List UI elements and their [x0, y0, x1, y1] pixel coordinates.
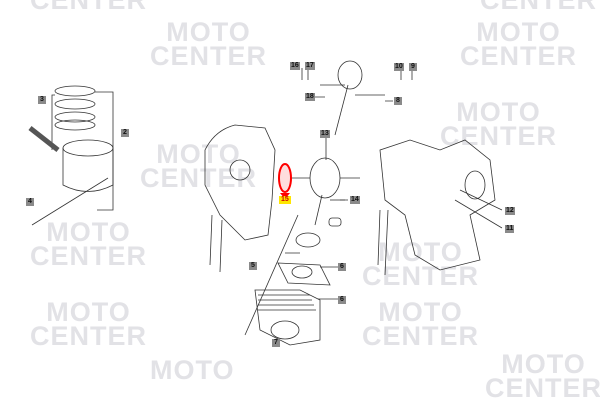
- watermark-text: MOTO: [378, 297, 463, 327]
- part-label[interactable]: 17: [305, 62, 315, 70]
- watermark-text: MOTO: [46, 297, 131, 327]
- part-label[interactable]: 10: [394, 63, 404, 71]
- watermark-text: CENTER: [440, 121, 558, 151]
- part-label[interactable]: 13: [320, 130, 330, 138]
- small-piston: [295, 232, 321, 248]
- watermark-text: CENTER: [460, 41, 578, 71]
- part-label-highlighted[interactable]: 15: [279, 196, 291, 204]
- part-label[interactable]: 18: [305, 93, 315, 101]
- part-label[interactable]: 4: [26, 198, 34, 206]
- part-label[interactable]: 14: [350, 196, 360, 204]
- watermark-text: CENTER: [485, 373, 600, 403]
- watermark-text: CENTER: [362, 321, 480, 351]
- watermark-text: CENTER: [150, 41, 268, 71]
- piston: [62, 139, 114, 192]
- leader-line: [244, 214, 299, 336]
- watermark: MOTO: [150, 355, 235, 385]
- part-label[interactable]: 12: [505, 207, 515, 215]
- watermark-text: MOTO: [156, 139, 241, 169]
- bracket-line: [51, 91, 114, 211]
- piston-pin: [28, 126, 60, 152]
- piston-rings: [54, 85, 96, 131]
- part-label[interactable]: 6: [338, 296, 346, 304]
- oil-seal-highlight: [278, 163, 292, 193]
- part-label[interactable]: 6: [338, 263, 346, 271]
- watermark-text: MOTO: [456, 97, 541, 127]
- watermark-text: CENTER: [30, 0, 148, 15]
- right-crankcase: [377, 139, 496, 276]
- watermark-text: MOTO: [166, 17, 251, 47]
- part-label[interactable]: 11: [505, 225, 515, 233]
- watermark-text: MOTO: [476, 17, 561, 47]
- leader-line: [31, 177, 109, 226]
- cylinder: [254, 289, 321, 346]
- watermark-text: MOTO: [378, 237, 463, 267]
- part-label[interactable]: 3: [38, 96, 46, 104]
- leader-lines: [285, 68, 503, 300]
- bearing: [328, 217, 342, 227]
- watermark-text: MOTO: [501, 349, 586, 379]
- part-label[interactable]: 9: [409, 63, 417, 71]
- watermark: CENTER: [30, 0, 148, 15]
- part-label[interactable]: 2: [121, 129, 129, 137]
- watermark-text: CENTER: [362, 261, 480, 291]
- watermark-text: MOTO: [150, 355, 235, 385]
- watermark-text: MOTO: [46, 217, 131, 247]
- part-label[interactable]: 7: [272, 339, 280, 347]
- part-label[interactable]: 5: [249, 262, 257, 270]
- watermark: CENTER: [480, 0, 598, 15]
- crankshaft-top: [320, 60, 385, 136]
- watermark-text: CENTER: [30, 241, 148, 271]
- part-label[interactable]: 8: [394, 97, 402, 105]
- left-crankcase: [204, 124, 276, 273]
- gasket: [277, 262, 331, 286]
- watermark-text: CENTER: [140, 163, 258, 193]
- watermark-text: CENTER: [480, 0, 598, 15]
- crankshaft: [292, 157, 360, 226]
- watermark-text: CENTER: [30, 321, 148, 351]
- part-label[interactable]: 16: [290, 62, 300, 70]
